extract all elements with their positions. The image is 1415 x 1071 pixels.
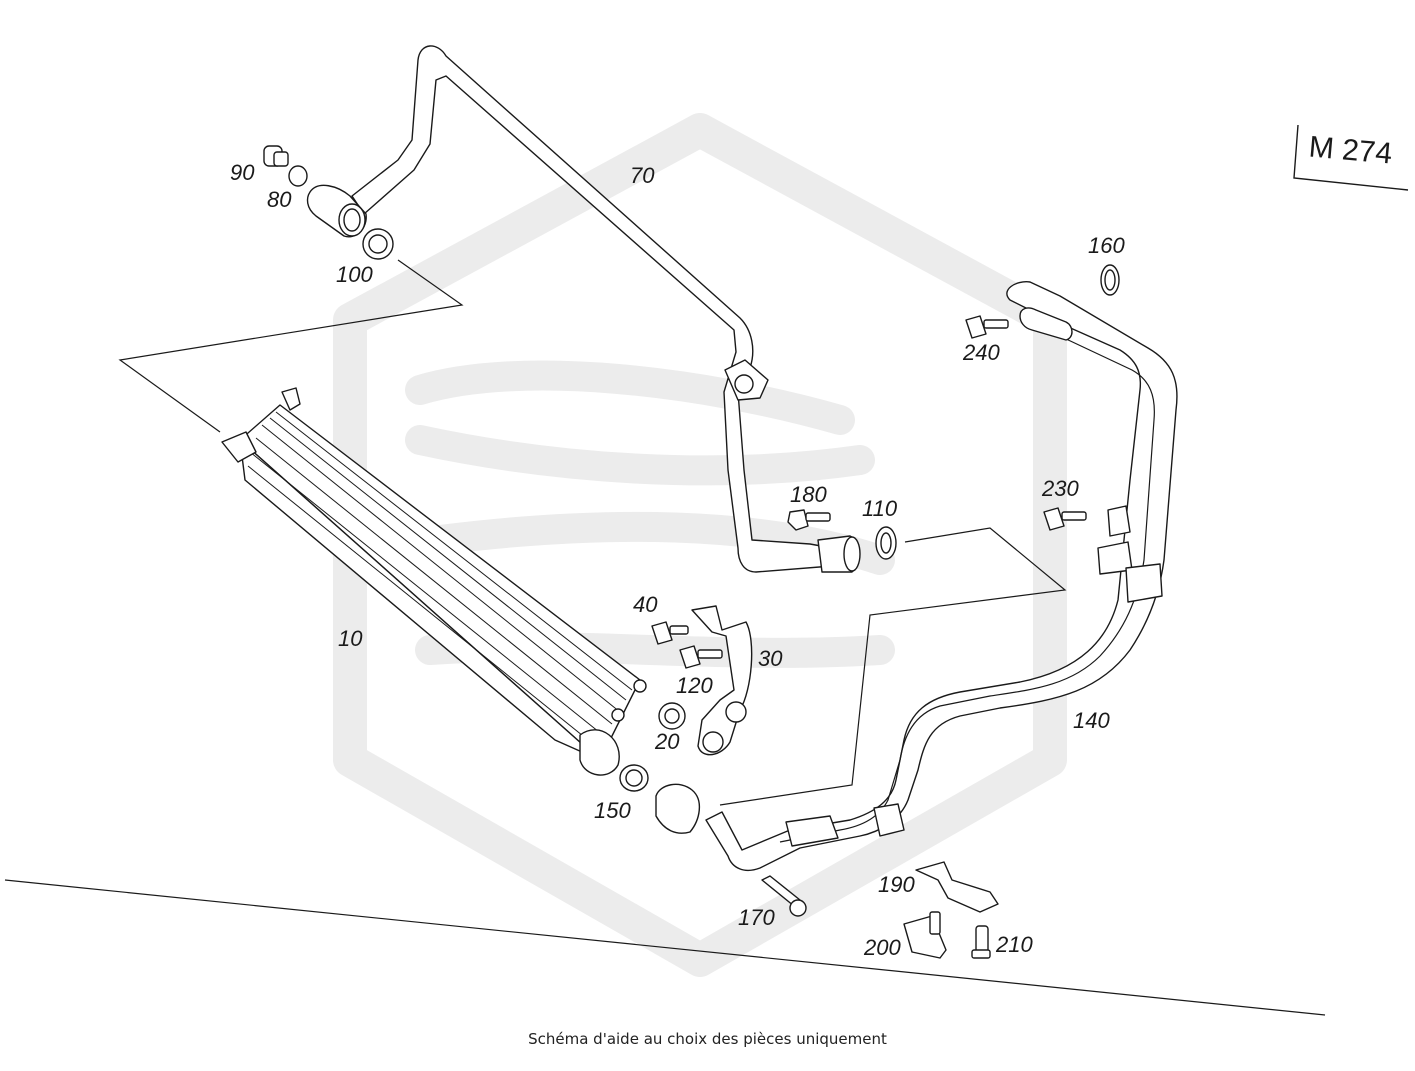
callout-230: 230: [1041, 476, 1079, 501]
callout-70: 70: [630, 163, 655, 188]
callout-240: 240: [962, 340, 1000, 365]
caption: Schéma d'aide au choix des pièces unique…: [528, 1030, 887, 1048]
seal-ring-100: [362, 228, 394, 260]
callout-180: 180: [790, 482, 827, 507]
stud-bracket-200: [903, 911, 947, 959]
callout-150: 150: [594, 798, 631, 823]
seal-ring-110: [875, 526, 897, 560]
reference-leader-top: [118, 259, 464, 433]
callout-120: 120: [676, 673, 713, 698]
bolt-240: [965, 315, 1009, 339]
seal-ring-80: [288, 165, 308, 187]
engine-tag-frame: [1293, 124, 1409, 191]
seal-ring-160: [1100, 264, 1120, 296]
callout-190: 190: [878, 872, 915, 897]
callout-160: 160: [1088, 233, 1125, 258]
bracket-30: [691, 605, 753, 756]
pipe-70: [306, 45, 861, 573]
oil-cooler-10: [221, 387, 647, 776]
plug-90: [263, 145, 289, 167]
engine-tag: M 274: [1308, 130, 1394, 170]
callout-140: 140: [1073, 708, 1110, 733]
callout-110: 110: [862, 496, 898, 521]
callout-90: 90: [230, 160, 255, 185]
callout-170: 170: [738, 905, 775, 930]
callout-20: 20: [654, 729, 680, 754]
callout-210: 210: [995, 932, 1033, 957]
callout-40: 40: [633, 592, 658, 617]
callout-200: 200: [863, 935, 901, 960]
clip-190: [915, 861, 999, 913]
hose-140: [655, 281, 1178, 872]
bolt-180: [787, 509, 831, 531]
grommet-20: [658, 702, 686, 730]
bolt-170: [761, 875, 807, 917]
reference-leader-bottom: [719, 527, 1067, 806]
bolt-120: [679, 645, 723, 669]
callout-10: 10: [338, 626, 363, 651]
bolt-210: [971, 925, 991, 959]
callout-80: 80: [267, 187, 292, 212]
callout-100: 100: [336, 262, 373, 287]
seal-ring-150: [619, 764, 649, 792]
callout-30: 30: [758, 646, 783, 671]
bolt-230: [1043, 507, 1087, 531]
bolt-40: [651, 621, 689, 645]
ground-line: [4, 879, 1326, 1016]
